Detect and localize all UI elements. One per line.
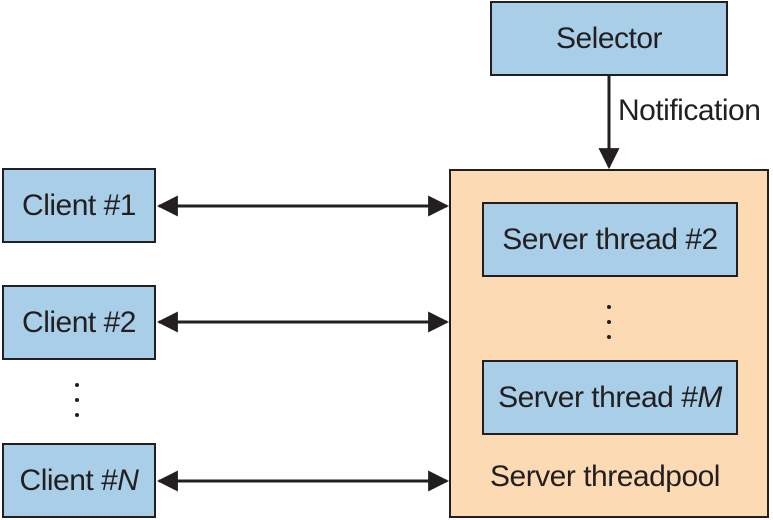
server-thread-m-box: Server thread #M [482,360,738,435]
server-threadpool-label: Server threadpool [490,460,720,493]
client-1-label: Client #1 [22,188,136,222]
server-threads-ellipsis [607,305,611,350]
server-thread-2-label: Server thread #2 [502,222,718,256]
server-thread-2-box: Server thread #2 [482,202,738,277]
selector-box: Selector [490,1,728,76]
notification-label: Notification [618,94,761,127]
client-1-box: Client #1 [2,168,156,243]
client-2-label: Client #2 [22,305,136,339]
client-2-box: Client #2 [2,285,156,360]
selector-label: Selector [555,21,663,55]
clients-ellipsis [75,383,79,428]
server-thread-m-label: Server thread #M [498,380,722,414]
client-n-label: Client #N [19,463,139,497]
client-n-box: Client #N [2,443,156,518]
